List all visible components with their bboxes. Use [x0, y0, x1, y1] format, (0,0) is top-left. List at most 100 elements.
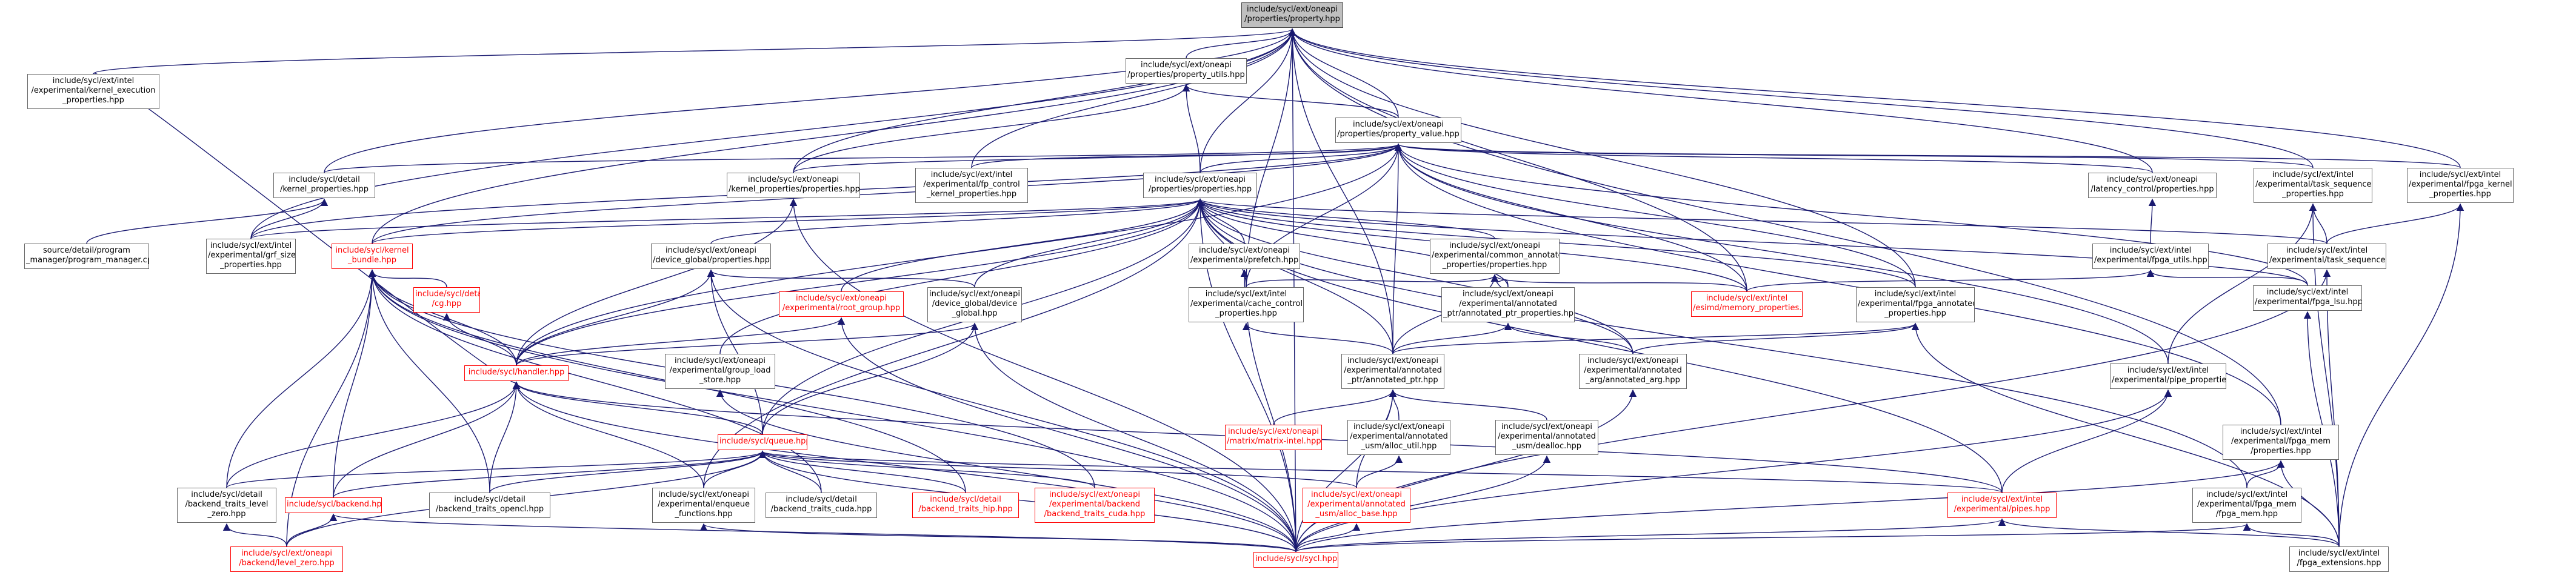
node-device-global-properties[interactable]: include/sycl/ext/oneapi /device_global/p…	[651, 244, 771, 269]
dependency-edge	[1394, 143, 1916, 288]
node-kernel-execution-properties[interactable]: include/sycl/ext/intel /experimental/ker…	[27, 74, 159, 109]
node-cache-control-properties[interactable]: include/sycl/ext/intel /experimental/cac…	[1189, 287, 1304, 322]
node-annotated-ptr[interactable]: include/sycl/ext/oneapi /experimental/an…	[1341, 354, 1444, 389]
dependency-edge	[1394, 143, 2308, 286]
node-latency-control-properties[interactable]: include/sycl/ext/oneapi /latency_control…	[2088, 173, 2217, 198]
node-label: include/sycl/ext/oneapi /experimental/ro…	[782, 294, 901, 313]
dependency-edge	[1356, 455, 1403, 488]
dependency-edge	[489, 381, 521, 493]
dependency-edge	[1295, 523, 1361, 553]
node-label: include/sycl/ext/oneapi /experimental/en…	[658, 490, 750, 519]
node-backend-traits-opencl[interactable]: include/sycl/detail /backend_traits_open…	[429, 493, 550, 518]
node-detail-cg[interactable]: include/sycl/detail /cg.hpp	[413, 287, 480, 313]
node-fpga-mem[interactable]: include/sycl/ext/intel /experimental/fpg…	[2192, 488, 2301, 523]
dependency-edge	[516, 198, 1204, 366]
node-property-value[interactable]: include/sycl/ext/oneapi /properties/prop…	[1335, 118, 1461, 143]
node-fpga-extensions[interactable]: include/sycl/ext/intel /fpga_extensions.…	[2289, 546, 2389, 572]
dependency-edge	[512, 381, 704, 488]
node-label: include/sycl/ext/oneapi /properties/prop…	[1337, 120, 1460, 139]
node-label: include/sycl/handler.hpp	[468, 368, 565, 377]
node-properties-hpp[interactable]: include/sycl/ext/oneapi /properties/prop…	[1143, 173, 1257, 198]
node-fpga-kernel-properties[interactable]: include/sycl/ext/intel /experimental/fpg…	[2407, 168, 2514, 203]
node-enqueue-functions[interactable]: include/sycl/ext/oneapi /experimental/en…	[652, 488, 755, 523]
dependency-edge	[1392, 143, 1403, 354]
node-fp-control-kernel-properties[interactable]: include/sycl/ext/intel /experimental/fp_…	[915, 168, 1028, 203]
dependency-edge	[1389, 389, 1547, 420]
dependency-edge	[1196, 198, 2308, 286]
node-pipe-properties[interactable]: include/sycl/ext/intel /experimental/pip…	[2110, 364, 2226, 389]
dependency-edge	[1196, 198, 1393, 354]
node-common-annotated-properties[interactable]: include/sycl/ext/oneapi /experimental/co…	[1430, 239, 1560, 274]
dependency-edge	[516, 198, 798, 366]
node-label: include/sycl/ext/oneapi /kernel_properti…	[729, 175, 860, 194]
dependency-edge	[489, 450, 767, 493]
node-root-group[interactable]: include/sycl/ext/oneapi /experimental/ro…	[779, 291, 904, 317]
node-fpga-mem-properties[interactable]: include/sycl/ext/intel /experimental/fpg…	[2223, 425, 2339, 460]
node-backend-traits-hip[interactable]: include/sycl/detail /backend_traits_hip.…	[912, 493, 1019, 518]
node-backend-traits-level-zero[interactable]: include/sycl/detail /backend_traits_leve…	[177, 488, 276, 523]
node-matrix-intel[interactable]: include/sycl/ext/oneapi /matrix/matrix-i…	[1225, 425, 1322, 450]
node-detail-kernel-properties[interactable]: include/sycl/detail /kernel_properties.h…	[273, 173, 375, 198]
node-sycl-hpp[interactable]: include/sycl/sycl.hpp	[1253, 552, 1338, 568]
dependency-edge	[512, 381, 763, 435]
node-grf-size-properties[interactable]: include/sycl/ext/intel /experimental/grf…	[206, 239, 296, 274]
node-queue[interactable]: include/sycl/queue.hpp	[718, 434, 807, 450]
node-device-global[interactable]: include/sycl/ext/oneapi /device_global/d…	[927, 287, 1022, 322]
dependency-edge	[1242, 322, 1393, 354]
node-fpga-lsu[interactable]: include/sycl/ext/intel /experimental/fpg…	[2253, 285, 2362, 311]
dependency-edge	[1182, 84, 1399, 118]
node-backend[interactable]: include/sycl/backend.hpp	[285, 497, 382, 513]
dependency-edge	[759, 450, 2003, 493]
node-annotated-ptr-properties[interactable]: include/sycl/ext/oneapi /experimental/an…	[1441, 287, 1575, 322]
node-task-sequence-properties[interactable]: include/sycl/ext/intel /experimental/tas…	[2254, 168, 2372, 203]
dependency-edge	[2277, 460, 2340, 547]
node-label: include/sycl/kernel _bundle.hpp	[335, 246, 409, 265]
dependency-edge	[2338, 203, 2464, 547]
dependency-edge	[758, 450, 966, 493]
dependency-edge	[841, 198, 1204, 292]
dependency-edge	[1288, 28, 2314, 168]
node-label: include/sycl/backend.hpp	[287, 500, 382, 509]
node-esimd-memory-properties[interactable]: include/sycl/ext/intel /esimd/memory_pro…	[1691, 291, 1803, 317]
node-oneapi-kernel-properties[interactable]: include/sycl/ext/oneapi /kernel_properti…	[727, 173, 860, 198]
dependency-edge	[1392, 322, 1919, 354]
node-annotated-usm-dealloc[interactable]: include/sycl/ext/oneapi /experimental/an…	[1495, 420, 1598, 455]
dependency-edge	[759, 450, 1357, 488]
dependency-edge	[793, 143, 1402, 173]
dependency-edge	[1504, 322, 1633, 354]
node-fpga-utils[interactable]: include/sycl/ext/intel /experimental/fpg…	[2092, 244, 2209, 269]
dependency-edge	[1490, 274, 1747, 292]
node-label: include/sycl/ext/intel /experimental/grf…	[208, 241, 296, 270]
node-annotated-usm-alloc-base[interactable]: include/sycl/ext/oneapi /experimental/an…	[1303, 488, 1410, 523]
node-pipes[interactable]: include/sycl/ext/intel /experimental/pip…	[1947, 493, 2057, 518]
node-group-load-store[interactable]: include/sycl/ext/oneapi /experimental/gr…	[665, 354, 775, 389]
node-label: include/sycl/ext/intel /experimental/fpg…	[1858, 290, 1975, 318]
node-prefetch[interactable]: include/sycl/ext/oneapi /experimental/pr…	[1189, 244, 1300, 269]
node-backend-traits-cuda[interactable]: include/sycl/detail /backend_traits_cuda…	[766, 493, 877, 518]
node-kernel-bundle[interactable]: include/sycl/kernel _bundle.hpp	[332, 244, 413, 269]
dependency-edge	[707, 269, 975, 288]
dependency-edge	[1295, 523, 2251, 553]
node-experimental-backend-traits-cuda[interactable]: include/sycl/ext/oneapi /experimental/ba…	[1035, 488, 1155, 523]
node-property-utils[interactable]: include/sycl/ext/oneapi /properties/prop…	[1126, 58, 1247, 84]
node-annotated-arg[interactable]: include/sycl/ext/oneapi /experimental/an…	[1579, 354, 1687, 389]
node-label: include/sycl/ext/intel /esimd/memory_pro…	[1693, 294, 1802, 313]
node-annotated-usm-alloc-util[interactable]: include/sycl/ext/oneapi /experimental/an…	[1347, 420, 1450, 455]
dependency-edge	[333, 269, 376, 498]
dependency-edge	[333, 450, 767, 498]
dependency-edge	[2148, 198, 2157, 244]
node-fpga-annotated-properties[interactable]: include/sycl/ext/intel /experimental/fpg…	[1856, 287, 1975, 322]
dependency-edge	[368, 269, 1296, 553]
node-program-manager[interactable]: source/detail/program _manager/program_m…	[24, 244, 149, 269]
dependency-edge	[1295, 389, 1637, 553]
dependency-edge	[1200, 28, 1296, 173]
node-property-hpp: include/sycl/ext/oneapi /properties/prop…	[1241, 2, 1343, 28]
node-handler[interactable]: include/sycl/handler.hpp	[464, 365, 569, 381]
node-task-sequence[interactable]: include/sycl/ext/intel /experimental/tas…	[2267, 244, 2386, 269]
dependency-edge	[2309, 203, 2327, 244]
dependency-edge	[1395, 143, 2461, 168]
dependency-edge	[372, 143, 1403, 244]
node-level-zero[interactable]: include/sycl/ext/oneapi /backend/level_z…	[230, 546, 343, 572]
node-label: include/sycl/ext/oneapi /latency_control…	[2090, 175, 2214, 194]
node-label: include/sycl/ext/oneapi /matrix/matrix-i…	[1227, 427, 1321, 446]
